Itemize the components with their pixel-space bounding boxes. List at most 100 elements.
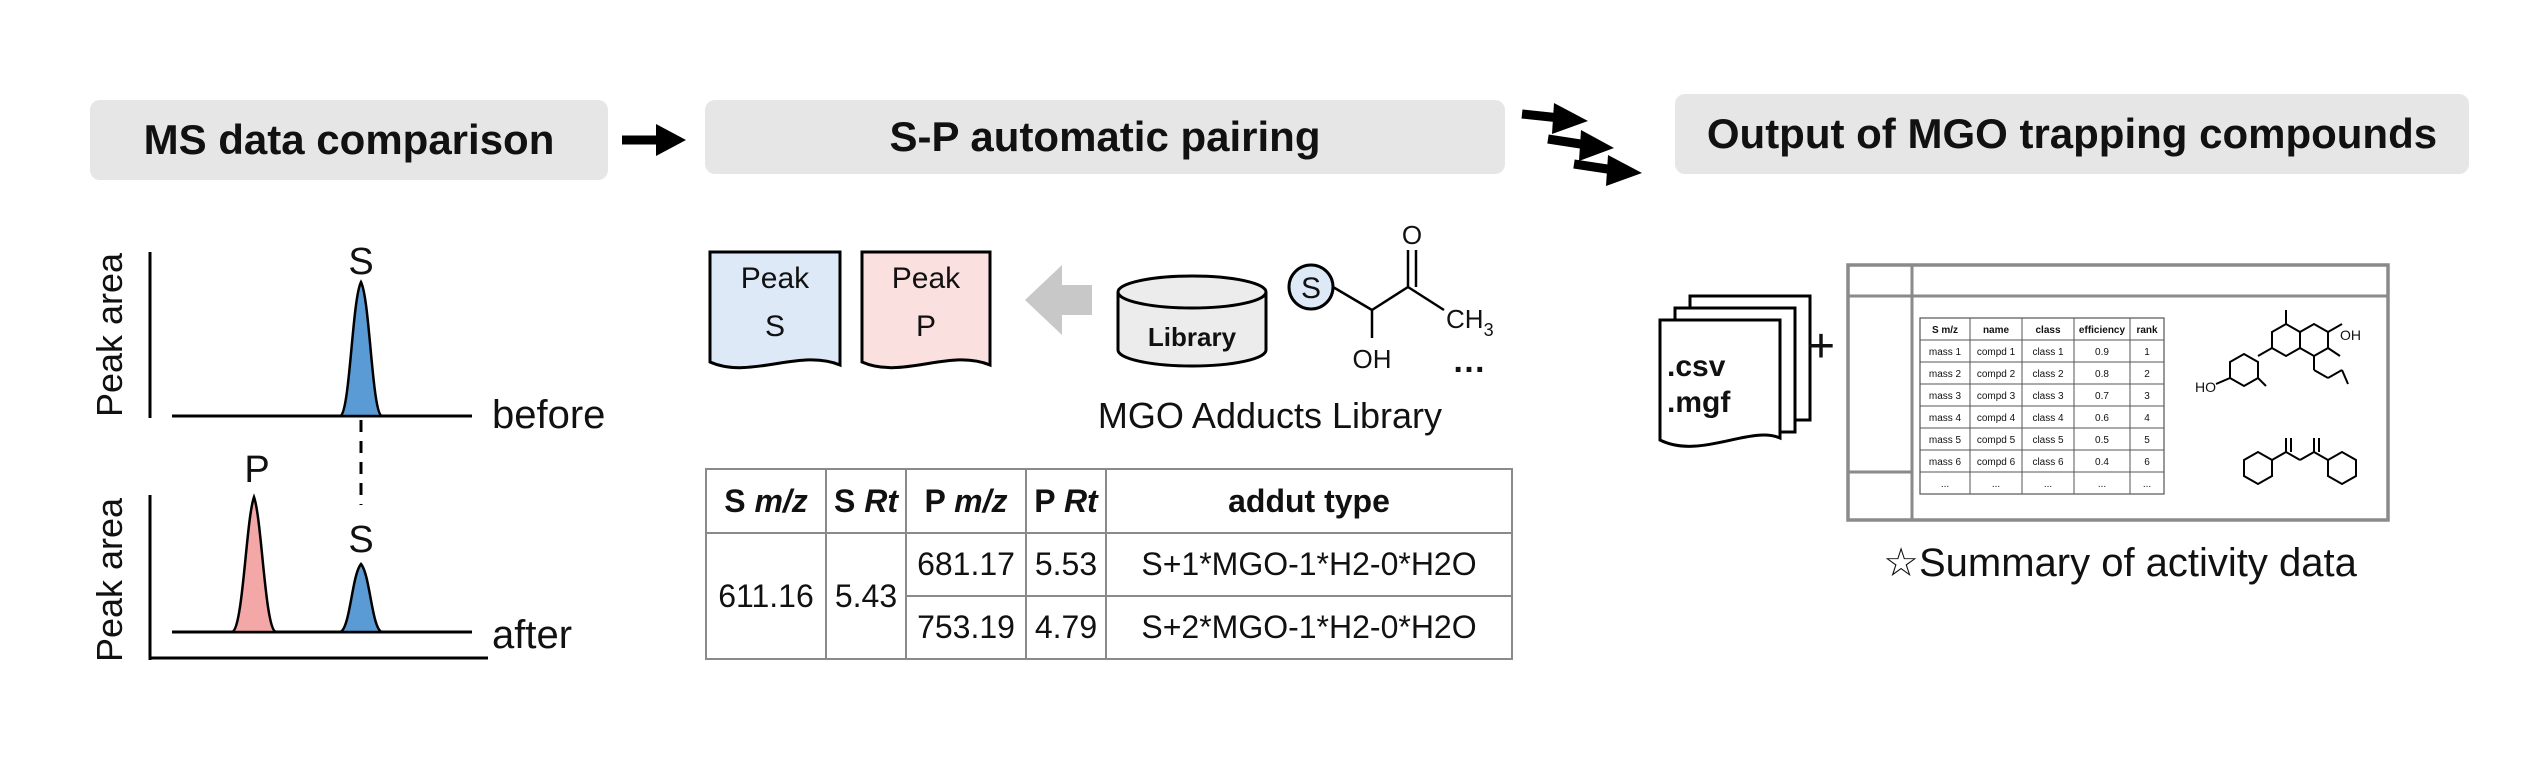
mini-table-cell: 5 <box>2144 435 2150 446</box>
mini-table-cell: 3 <box>2144 391 2150 402</box>
mini-table-cell: ... <box>1941 479 1949 490</box>
mini-table-cell: 0.9 <box>2095 347 2109 358</box>
mini-table-cell: 0.4 <box>2095 457 2109 468</box>
mol-more: … <box>1452 342 1486 380</box>
mini-table-cell: class 1 <box>2032 347 2064 358</box>
mini-table-cell: compd 5 <box>1977 435 2016 446</box>
mini-table-cell: 0.6 <box>2095 413 2109 424</box>
mini-table-cell: mass 6 <box>1929 457 1962 468</box>
step1-title: MS data comparison <box>143 116 555 163</box>
cell-p-rt: 4.79 <box>1025 595 1107 660</box>
mini-table-cell: class 2 <box>2032 369 2064 380</box>
chem-structure-diketone <box>2243 438 2357 486</box>
step3-box: Output of MGO trapping compounds <box>1675 94 2469 174</box>
peak-p-after-label: P <box>244 449 269 491</box>
chem-oh-label: OH <box>2340 327 2361 343</box>
peak-p-doc-letter: P <box>916 310 936 343</box>
header-p-mz: P m/z <box>905 468 1027 534</box>
header-s-mz: S m/z <box>705 468 827 534</box>
cell-addut-type: S+2*MGO-1*H2-0*H2O <box>1105 595 1513 660</box>
table-row: 753.19 4.79 S+2*MGO-1*H2-0*H2O <box>706 595 1513 660</box>
mini-summary-table: S m/z name class efficiency rank mass 1 compd … <box>1919 317 2165 495</box>
pairing-table: S m/z S Rt P m/z P Rt addut type 611.16 … <box>705 468 1513 660</box>
peak-p-after <box>231 493 277 634</box>
summary-caption: ☆Summary of activity data <box>1883 541 2358 585</box>
arrow-step1-to-step2 <box>622 124 686 156</box>
mini-table-cell: mass 3 <box>1929 391 1962 402</box>
mini-table-cell: ... <box>2098 479 2106 490</box>
mini-table-cell: mass 1 <box>1929 347 1962 358</box>
mini-table-cell: class 5 <box>2032 435 2064 446</box>
plus-sign: + <box>1807 320 1835 373</box>
chromatogram-after: P S after Peak area <box>89 449 572 662</box>
cell-s-mz: 611.16 <box>705 532 827 660</box>
peak-p-document: Peak P <box>860 250 992 370</box>
mol-oh-label: OH <box>1353 344 1392 374</box>
file-ext-csv: .csv <box>1667 350 1726 383</box>
mgo-adduct-structure: S O OH CH3 … <box>1287 220 1494 380</box>
cell-p-rt: 5.53 <box>1025 532 1107 597</box>
mini-table-header: name <box>1983 325 2010 336</box>
mini-table-cell: 1 <box>2144 347 2150 358</box>
mini-table-cell: compd 1 <box>1977 347 2016 358</box>
mini-table-cell: mass 5 <box>1929 435 1962 446</box>
mol-ch3-sub: 3 <box>1484 320 1494 340</box>
step2-title: S-P automatic pairing <box>889 113 1321 160</box>
peak-s-after-label: S <box>348 519 373 561</box>
cell-s-rt: 5.43 <box>825 532 907 660</box>
peak-s-document: Peak S <box>708 250 842 370</box>
chromatogram-before: S before Peak area <box>89 241 605 437</box>
mini-table-cell: class 6 <box>2032 457 2064 468</box>
file-stack-icon: .csv .mgf <box>1658 294 1812 448</box>
step3-title: Output of MGO trapping compounds <box>1706 110 2438 157</box>
header-p-rt: P Rt <box>1025 468 1107 534</box>
mol-ch3-label: CH <box>1446 304 1484 334</box>
cell-p-mz: 681.17 <box>905 532 1027 597</box>
mini-table-cell: 0.8 <box>2095 369 2109 380</box>
library-database-icon: Library <box>1116 274 1268 368</box>
mini-table-header: class <box>2035 325 2060 336</box>
mini-table-cell: 0.5 <box>2095 435 2109 446</box>
cell-p-mz: 753.19 <box>905 595 1027 660</box>
mini-table-cell: ... <box>1992 479 2000 490</box>
mini-table-cell: mass 4 <box>1929 413 1962 424</box>
peak-s-before <box>339 279 383 418</box>
mini-table-cell: compd 6 <box>1977 457 2016 468</box>
step2-box: S-P automatic pairing <box>705 100 1505 174</box>
after-label: after <box>492 613 572 657</box>
svg-text:CH3: CH3 <box>1446 304 1494 340</box>
chem-ho-label: HO <box>2195 379 2216 395</box>
mini-table-cell: ... <box>2143 479 2151 490</box>
mini-table-cell: compd 4 <box>1977 413 2016 424</box>
library-caption: MGO Adducts Library <box>1098 395 1442 436</box>
mini-table-cell: 2 <box>2144 369 2150 380</box>
peak-s-after <box>339 562 383 634</box>
mini-table-header: efficiency <box>2079 325 2126 336</box>
mini-table-cell: mass 2 <box>1929 369 1962 380</box>
peak-s-before-label: S <box>348 241 373 283</box>
mini-table-cell: compd 3 <box>1977 391 2016 402</box>
header-addut-type: addut type <box>1105 468 1513 534</box>
mini-table-cell: 0.7 <box>2095 391 2109 402</box>
peak-s-doc-word: Peak <box>741 262 810 295</box>
summary-sheet: S m/z name class efficiency rank mass 1 compd … <box>1846 263 2390 522</box>
mini-table-header: S m/z <box>1932 325 1958 336</box>
mol-s-label: S <box>1301 272 1321 305</box>
mol-o-label: O <box>1402 220 1422 250</box>
peak-s-doc-letter: S <box>765 310 785 343</box>
mini-table-header: rank <box>2136 325 2158 336</box>
header-s-rt: S Rt <box>825 468 907 534</box>
file-ext-mgf: .mgf <box>1667 386 1731 419</box>
mini-table-cell: compd 2 <box>1977 369 2016 380</box>
before-label: before <box>492 393 605 437</box>
peak-p-doc-word: Peak <box>892 262 961 295</box>
mini-table-cell: ... <box>2044 479 2052 490</box>
cell-addut-type: S+1*MGO-1*H2-0*H2O <box>1105 532 1513 597</box>
ylabel-after: Peak area <box>89 497 130 662</box>
step1-box: MS data comparison <box>90 100 608 180</box>
library-label: Library <box>1148 322 1237 352</box>
table-row: 611.16 5.43 681.17 5.53 S+1*MGO-1*H2-0*H… <box>705 532 1513 660</box>
ylabel-before: Peak area <box>89 252 130 417</box>
mini-table-cell: 4 <box>2144 413 2150 424</box>
